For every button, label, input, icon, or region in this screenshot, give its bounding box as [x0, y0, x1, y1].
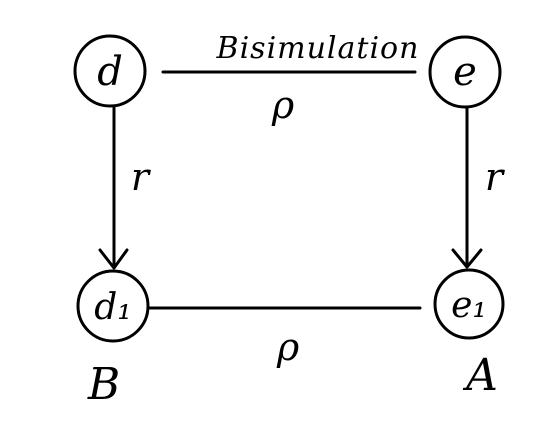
- bottom-relation-label: ρ: [276, 325, 300, 369]
- node-d1-circle: [76, 269, 150, 343]
- node-d: d: [73, 34, 147, 108]
- left-transition-label: r: [131, 155, 152, 199]
- node-d1-label: d₁: [94, 287, 131, 328]
- node-e1: e₁: [433, 268, 505, 340]
- arrowhead-left: [98, 248, 129, 270]
- node-e-circle: [428, 35, 502, 109]
- top-relation-label: ρ: [271, 83, 295, 127]
- set-label-b: B: [87, 359, 120, 410]
- node-e: e: [428, 35, 502, 109]
- node-d1: d₁: [76, 269, 150, 343]
- diagram-title: Bisimulation: [216, 31, 420, 66]
- node-e1-circle: [433, 268, 505, 340]
- right-transition-label: r: [485, 155, 506, 199]
- node-e-label: e: [453, 49, 477, 95]
- set-label-a: A: [462, 350, 498, 401]
- node-d-circle: [73, 34, 147, 108]
- arrowhead-right: [451, 248, 483, 269]
- node-e1-label: e₁: [451, 285, 487, 326]
- node-d-label: d: [97, 49, 123, 95]
